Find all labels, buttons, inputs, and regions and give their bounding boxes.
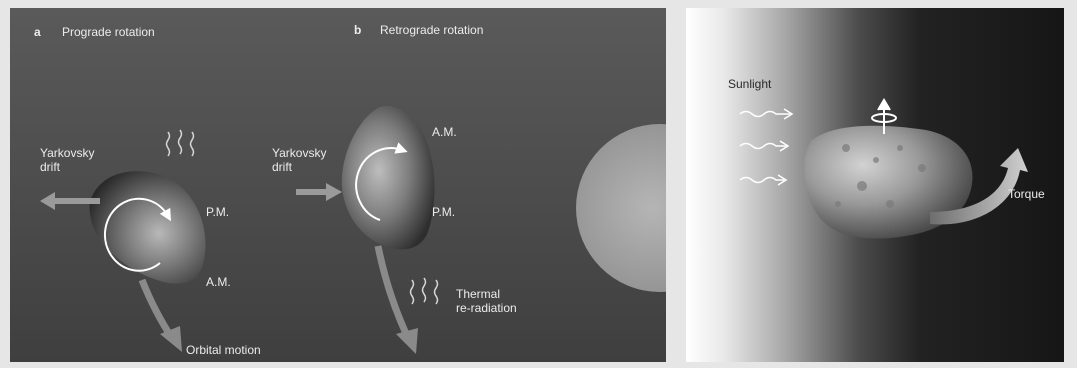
- pm-label-b: P.M.: [432, 206, 455, 219]
- thermal-reradiation-arrows-b: [411, 278, 438, 304]
- panel-a-title: Prograde rotation: [62, 26, 155, 39]
- torque-label: Torque: [1008, 188, 1045, 201]
- panel-b-letter: b: [354, 24, 361, 37]
- thermal-label-line1: Thermal: [456, 288, 500, 301]
- orbital-motion-arrow-b: [378, 246, 408, 338]
- pm-label-a: P.M.: [206, 206, 229, 219]
- asteroid-prograde: [90, 171, 206, 283]
- yarkovsky-illustration: [10, 8, 666, 362]
- orbital-motion-arrow-a: [142, 280, 172, 338]
- am-label-a: A.M.: [206, 276, 231, 289]
- yorp-illustration: [686, 8, 1064, 362]
- panel-b-title: Retrograde rotation: [380, 24, 483, 37]
- thermal-reradiation-arrows-a: [167, 130, 194, 156]
- sunlight-rays: [740, 109, 792, 185]
- panel-a-letter: a: [34, 26, 41, 39]
- sun-disc: [576, 124, 666, 292]
- yarkovsky-drift-label-a-line1: Yarkovsky: [40, 147, 94, 160]
- yorp-panel: Sunlight Torque: [686, 8, 1064, 362]
- sunlight-label: Sunlight: [728, 78, 771, 91]
- asteroid-retrograde: [342, 106, 435, 250]
- yarkovsky-drift-label-b-line1: Yarkovsky: [272, 147, 326, 160]
- thermal-label-line2: re-radiation: [456, 302, 517, 315]
- yarkovsky-drift-label-b-line2: drift: [272, 161, 292, 174]
- orbital-motion-label: Orbital motion: [186, 344, 261, 357]
- yarkovsky-panel: a Prograde rotation Yarkovsky drift P.M.…: [10, 8, 666, 362]
- yarkovsky-drift-arrow-b: [296, 183, 342, 201]
- yarkovsky-drift-label-a-line2: drift: [40, 161, 60, 174]
- am-label-b: A.M.: [432, 126, 457, 139]
